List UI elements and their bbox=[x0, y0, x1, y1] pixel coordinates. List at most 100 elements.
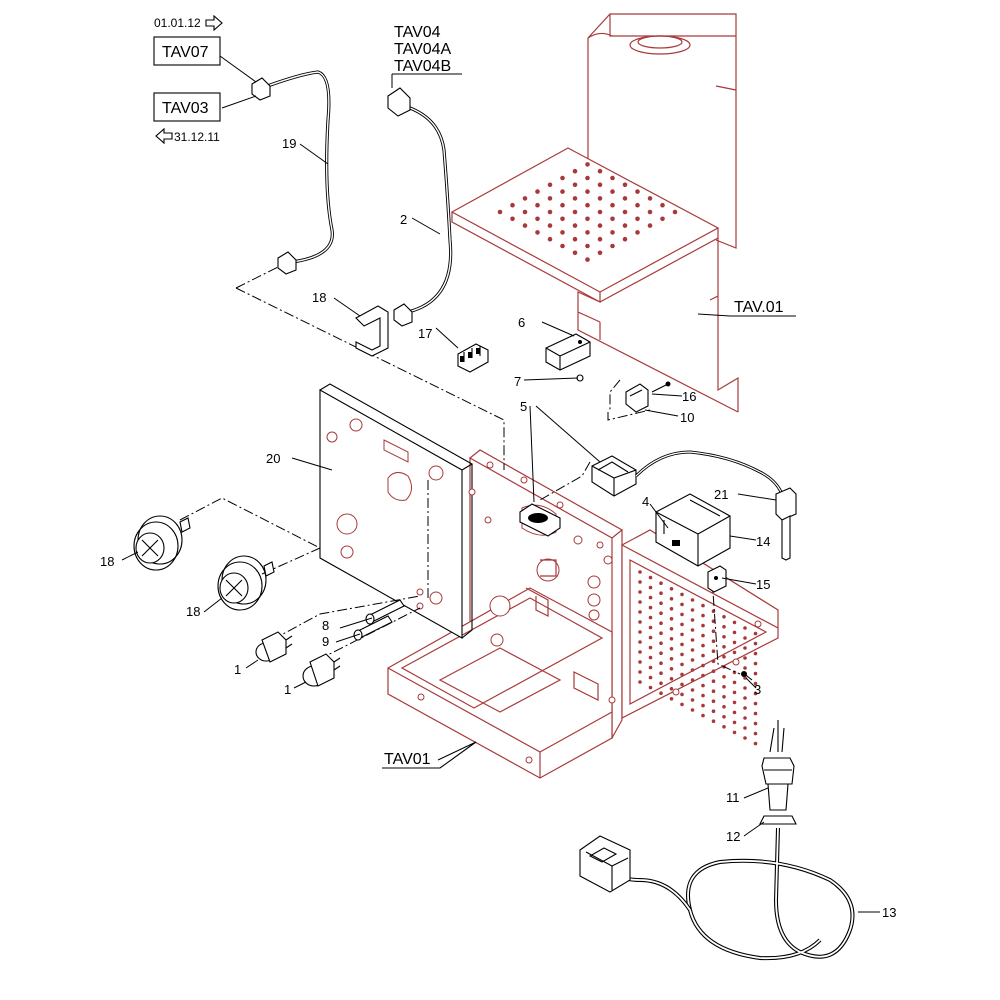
callout-6: 6 bbox=[518, 315, 525, 330]
callout-18-bracket: 18 bbox=[312, 290, 326, 305]
perforation-hole bbox=[690, 698, 695, 702]
bracket-18 bbox=[355, 305, 389, 357]
perforation-hole bbox=[648, 605, 653, 610]
component-box-6 bbox=[545, 333, 591, 382]
perforation-hole bbox=[701, 613, 705, 618]
perforation-hole bbox=[648, 595, 653, 600]
perforation-hole bbox=[522, 223, 528, 228]
perforation-hole bbox=[711, 669, 716, 673]
perforation-hole bbox=[732, 640, 737, 645]
perforation-hole bbox=[753, 721, 758, 726]
perforation-hole bbox=[669, 677, 674, 681]
perforation-hole bbox=[753, 661, 758, 666]
perforation-hole bbox=[711, 709, 716, 713]
perforation-hole bbox=[647, 223, 653, 228]
perforation-hole bbox=[701, 693, 705, 698]
perforation-hole bbox=[669, 587, 674, 591]
perforation-hole bbox=[743, 656, 747, 660]
perforation-hole bbox=[743, 726, 747, 730]
perforation-hole bbox=[648, 585, 653, 590]
perforation-hole bbox=[722, 685, 726, 689]
perforation-hole bbox=[572, 223, 578, 228]
labels: 01.01.12 TAV07 TAV03 31.12.11 TAV04 TAV0… bbox=[100, 14, 896, 920]
perforation-hole bbox=[711, 689, 716, 693]
perforation-hole bbox=[522, 196, 528, 201]
perforation-hole bbox=[669, 667, 674, 671]
callout-17: 17 bbox=[418, 326, 432, 341]
perforation-hole bbox=[680, 652, 684, 657]
perforation-hole bbox=[743, 676, 747, 680]
perforation-hole bbox=[648, 615, 653, 620]
perforation-hole bbox=[597, 250, 603, 256]
perforation-hole bbox=[522, 209, 528, 215]
perforation-hole bbox=[535, 202, 540, 208]
perforation-hole bbox=[669, 697, 674, 701]
switch-1-lower bbox=[302, 653, 341, 687]
perforation-hole bbox=[701, 603, 705, 608]
perforation-hole bbox=[711, 649, 716, 653]
perforation-hole bbox=[597, 223, 603, 228]
perforation-hole bbox=[638, 640, 642, 644]
perforation-hole bbox=[690, 608, 695, 612]
callout-8: 8 bbox=[322, 618, 329, 633]
perforation-hole bbox=[732, 630, 737, 635]
perforation-hole bbox=[732, 690, 737, 695]
perforation-hole bbox=[732, 710, 737, 715]
callout-3: 3 bbox=[754, 682, 761, 697]
callout-14: 14 bbox=[756, 534, 770, 549]
thermostat-10 bbox=[625, 381, 671, 413]
perforation-hole bbox=[722, 615, 726, 619]
perforation-hole bbox=[701, 663, 705, 668]
perforation-hole bbox=[732, 620, 737, 625]
perforation-hole bbox=[610, 189, 615, 194]
perforation-hole bbox=[690, 668, 695, 672]
perforation-hole bbox=[560, 216, 565, 222]
perforation-hole bbox=[547, 236, 553, 242]
perforation-hole bbox=[572, 236, 578, 242]
perforation-hole bbox=[597, 236, 603, 242]
perforation-hole bbox=[610, 202, 615, 208]
perforation-hole bbox=[722, 655, 726, 659]
perforation-hole bbox=[690, 628, 695, 632]
arrow-left-icon bbox=[155, 127, 173, 145]
perforation-hole bbox=[659, 631, 663, 635]
perforation-hole bbox=[597, 196, 603, 201]
perforation-hole bbox=[690, 638, 695, 642]
perforation-hole bbox=[638, 610, 642, 614]
label-tav01-lower: TAV01 bbox=[384, 751, 431, 768]
perforation-hole bbox=[680, 672, 684, 677]
perforation-hole bbox=[659, 641, 663, 645]
perforation-hole bbox=[701, 713, 705, 718]
perforation-hole bbox=[610, 230, 615, 235]
perforation-hole bbox=[690, 598, 695, 602]
perforation-hole bbox=[572, 250, 578, 256]
perforation-hole bbox=[680, 682, 684, 687]
callout-21: 21 bbox=[714, 487, 728, 502]
perforation-hole bbox=[722, 645, 726, 649]
perforation-hole bbox=[722, 715, 726, 719]
perforation-hole bbox=[659, 581, 663, 585]
perforation-hole bbox=[732, 720, 737, 725]
perforation-hole bbox=[722, 705, 726, 709]
perforation-hole bbox=[669, 607, 674, 611]
label-tav04b: TAV04B bbox=[394, 58, 451, 75]
perforation-hole bbox=[669, 687, 674, 691]
perforation-hole bbox=[560, 230, 565, 235]
perforation-hole bbox=[638, 590, 642, 594]
perforation-hole bbox=[535, 216, 540, 222]
perforation-hole bbox=[585, 216, 590, 222]
perforation-hole bbox=[753, 631, 758, 636]
perforation-hole bbox=[535, 230, 540, 235]
callout-11: 11 bbox=[726, 790, 740, 805]
perforation-hole bbox=[680, 592, 684, 597]
wire-harness-19 bbox=[251, 70, 334, 275]
perforation-hole bbox=[547, 209, 553, 215]
perforation-hole bbox=[701, 703, 705, 708]
perforation-hole bbox=[669, 627, 674, 631]
perforation-hole bbox=[585, 202, 590, 208]
perforation-hole bbox=[753, 671, 758, 676]
perforation-hole bbox=[743, 636, 747, 640]
perforation-hole bbox=[659, 691, 663, 695]
perforation-hole bbox=[648, 635, 653, 640]
perforation-hole bbox=[648, 655, 653, 660]
